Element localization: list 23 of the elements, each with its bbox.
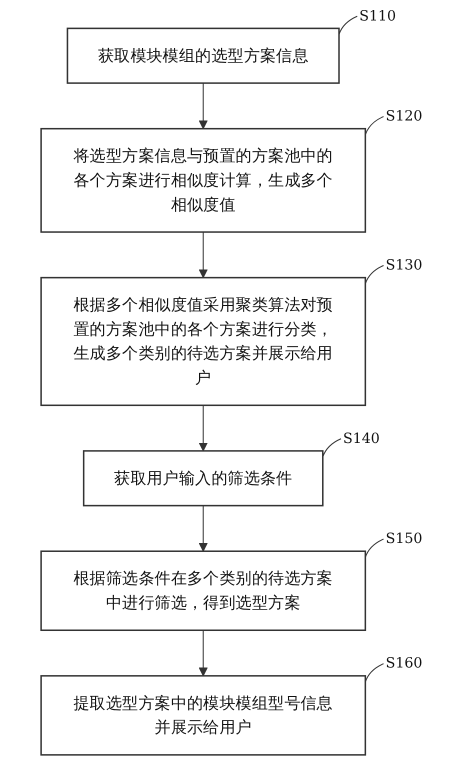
process-box: 获取模块模组的选型方案信息 — [67, 28, 340, 84]
process-box: 获取用户输入的筛选条件 — [83, 450, 324, 506]
process-box: 提取选型方案中的模块模组型号信息并展示给用户 — [40, 675, 366, 756]
arrow — [199, 83, 208, 130]
leader-line — [365, 265, 384, 284]
leader-line — [365, 663, 384, 682]
leader-line — [365, 538, 384, 558]
step-number: S110 — [360, 8, 396, 24]
process-box: 将选型方案信息与预置的方案池中的各个方案进行相似度计算，生成多个相似度值 — [40, 128, 366, 233]
leader-line — [338, 16, 358, 35]
arrow — [199, 506, 208, 552]
arrow — [199, 630, 208, 676]
process-box: 根据多个相似度值采用聚类算法对预置的方案池中的各个方案进行分类，生成多个类别的待选方案并展示给用户 — [40, 276, 366, 406]
step-number: S150 — [386, 531, 423, 548]
leader-line — [322, 438, 342, 458]
process-box: 根据筛选条件在多个类别的待选方案中进行筛选，得到选型方案 — [40, 550, 366, 632]
step-number: S120 — [386, 108, 423, 125]
step-number: S130 — [386, 258, 423, 274]
leader-line — [365, 116, 384, 135]
step-number: S140 — [343, 430, 380, 447]
step-number: S160 — [386, 656, 423, 672]
arrow — [199, 232, 208, 278]
arrow — [199, 405, 208, 452]
